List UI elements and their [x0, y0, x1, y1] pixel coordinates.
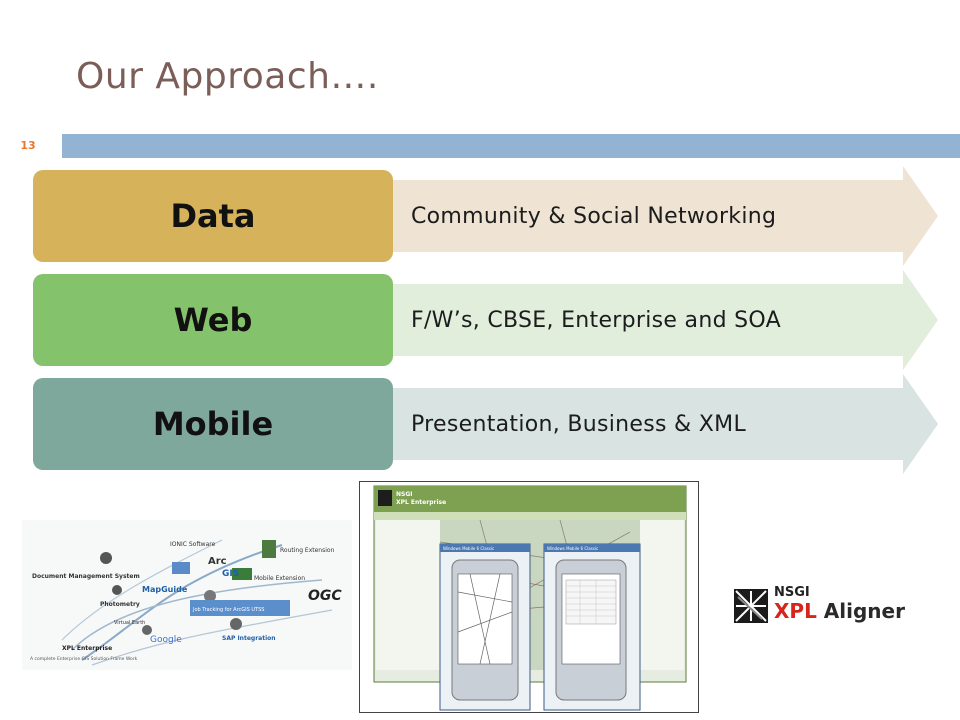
row-web: Web F/W’s, CBSE, Enterprise and SOA [33, 270, 943, 370]
slide-number: 13 [0, 134, 56, 158]
slide-title: Our Approach…. [76, 56, 379, 97]
box-data: Data [33, 170, 393, 262]
label-mapguide: MapGuide [142, 585, 188, 594]
label-ionic: IONIC Software [170, 541, 216, 548]
node-7 [232, 568, 252, 580]
label-document: Document Management System [32, 573, 140, 580]
logo-mark-lines [735, 590, 767, 622]
description-mobile: Presentation, Business & XML [411, 411, 747, 437]
enterprise-screenshot: NSGI XPL Enterprise Windows Mobile 6 Cla… [359, 481, 699, 713]
description-web: F/W’s, CBSE, Enterprise and SOA [411, 307, 781, 333]
arrow-polygon-web [333, 270, 938, 370]
label-mobile: Mobile Extension [254, 575, 305, 582]
app-tabs [374, 512, 686, 520]
phone-2-table-lines [566, 580, 616, 624]
screenshot-svg: NSGI XPL Enterprise Windows Mobile 6 Cla… [360, 482, 698, 712]
mobile-window-1-label: Windows Mobile 6 Classic [443, 546, 494, 551]
node-6 [262, 540, 276, 558]
node-4 [112, 585, 122, 595]
app-logo-box [378, 490, 392, 506]
phone-1-map [457, 573, 513, 665]
label-caption: A complete Enterprise GIS Solution Frame… [30, 656, 138, 662]
swoosh-1 [81, 544, 283, 661]
node-8 [172, 562, 190, 574]
map-roads-1 [439, 519, 641, 671]
label-job: Job Tracking for ArcGIS UTSS [192, 607, 264, 613]
node-2 [204, 590, 216, 602]
row-mobile: Mobile Presentation, Business & XML [33, 374, 943, 474]
label-gis: GIS [222, 569, 239, 579]
left-panel [376, 520, 440, 670]
logo-mark-icon [734, 589, 768, 623]
logo-name-aligner: Aligner [823, 599, 905, 623]
label-web: Web [173, 301, 253, 339]
arrow-polygon-mobile [333, 374, 938, 474]
node-1 [100, 552, 112, 564]
phone-2-table [565, 579, 617, 625]
logo-mark-accent [737, 596, 763, 620]
mobile-window-2-label: Windows Mobile 6 Classic [547, 546, 598, 551]
diagram-svg: IONIC Software Arc GIS Document Manageme… [22, 520, 352, 670]
label-photometry: Photometry [100, 601, 140, 608]
arrow-shape-data [333, 166, 938, 266]
swoosh-3 [61, 539, 223, 641]
arrow-shape-mobile [333, 374, 938, 474]
brand-top: NSGI [396, 491, 413, 498]
label-arc: Arc [208, 556, 227, 567]
logo-name-xpl: XPL [774, 599, 817, 623]
mobile-window-2-title [544, 544, 640, 552]
row-data: Data Community & Social Networking [33, 166, 943, 266]
phone-1-screen [457, 573, 513, 665]
xpl-aligner-logo: NSGI XPL Aligner [732, 585, 932, 629]
enterprise-gis-diagram: IONIC Software Arc GIS Document Manageme… [22, 520, 352, 670]
app-header [374, 486, 686, 512]
swoosh-2 [71, 579, 323, 651]
label-routing: Routing Extension [280, 547, 335, 554]
logo-nsgi-text: NSGI [774, 585, 810, 600]
box-web: Web [33, 274, 393, 366]
node-3 [230, 618, 242, 630]
label-ogc: OGC [308, 588, 342, 604]
label-mobile: Mobile [152, 405, 274, 443]
logo-name-text: XPL Aligner [774, 599, 905, 623]
label-data: Data [170, 197, 256, 235]
brand-name: XPL Enterprise [396, 499, 446, 506]
job-banner [190, 600, 290, 616]
label-sap: SAP Integration [222, 635, 276, 642]
label-xpl: XPL Enterprise [62, 645, 112, 652]
header-bar [62, 134, 960, 158]
description-data: Community & Social Networking [411, 203, 777, 229]
label-virtual-earth: Virtual Earth [114, 620, 145, 626]
node-5 [142, 625, 152, 635]
arrow-shape-web [333, 270, 938, 370]
swoosh-4 [91, 609, 333, 666]
label-google: Google [150, 635, 182, 645]
arrow-polygon-data [333, 166, 938, 266]
box-mobile: Mobile [33, 378, 393, 470]
right-panel [640, 520, 684, 670]
mobile-window-1-title [440, 544, 530, 552]
